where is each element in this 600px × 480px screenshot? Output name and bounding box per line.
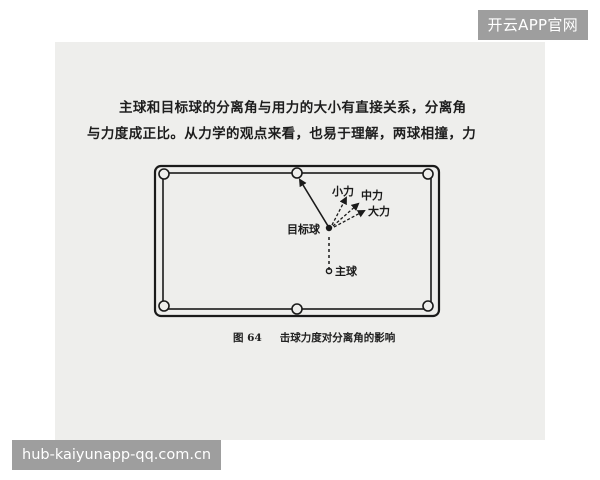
watermark-bottom: hub-kaiyunapp-qq.com.cn [12,440,222,470]
figure-caption-text: 击球力度对分离角的影响 [279,332,396,344]
target-ball-line [298,178,329,227]
arrow-large-force [333,210,366,228]
table-outer-rail [153,164,441,318]
pocket-bottom-right [422,300,434,312]
pocket-bottom-middle [291,303,303,315]
cue-ball [325,267,333,275]
label-cue-ball: 主球 [335,264,358,278]
figure-caption: 图 64 击球力度对分离角的影响 [233,330,395,345]
watermark-top: 开云APP官网 [477,10,588,40]
figure-number: 图 64 [233,332,262,344]
billiard-diagram: 小力 中力 大力 目标球 主球 [153,164,441,318]
pocket-top-right [422,168,434,180]
label-medium-force: 中力 [361,188,383,202]
arrow-small-force [331,196,347,226]
pocket-bottom-left [158,300,170,312]
target-ball [325,224,333,232]
label-small-force: 小力 [331,184,354,198]
paragraph-line-1: 主球和目标球的分离角与用力的大小有直接关系，分离角 [119,100,467,116]
paragraph-line-2: 与力度成正比。从力学的观点来看，也易于理解，两球相撞，力 [87,126,477,142]
label-large-force: 大力 [368,204,390,218]
scanned-page: 主球和目标球的分离角与用力的大小有直接关系，分离角 与力度成正比。从力学的观点来… [55,42,545,440]
label-target-ball: 目标球 [287,222,321,236]
pocket-top-middle [291,167,303,179]
arrow-medium-force [332,202,360,227]
table-inner-rail [162,172,432,310]
pocket-top-left [158,168,170,180]
